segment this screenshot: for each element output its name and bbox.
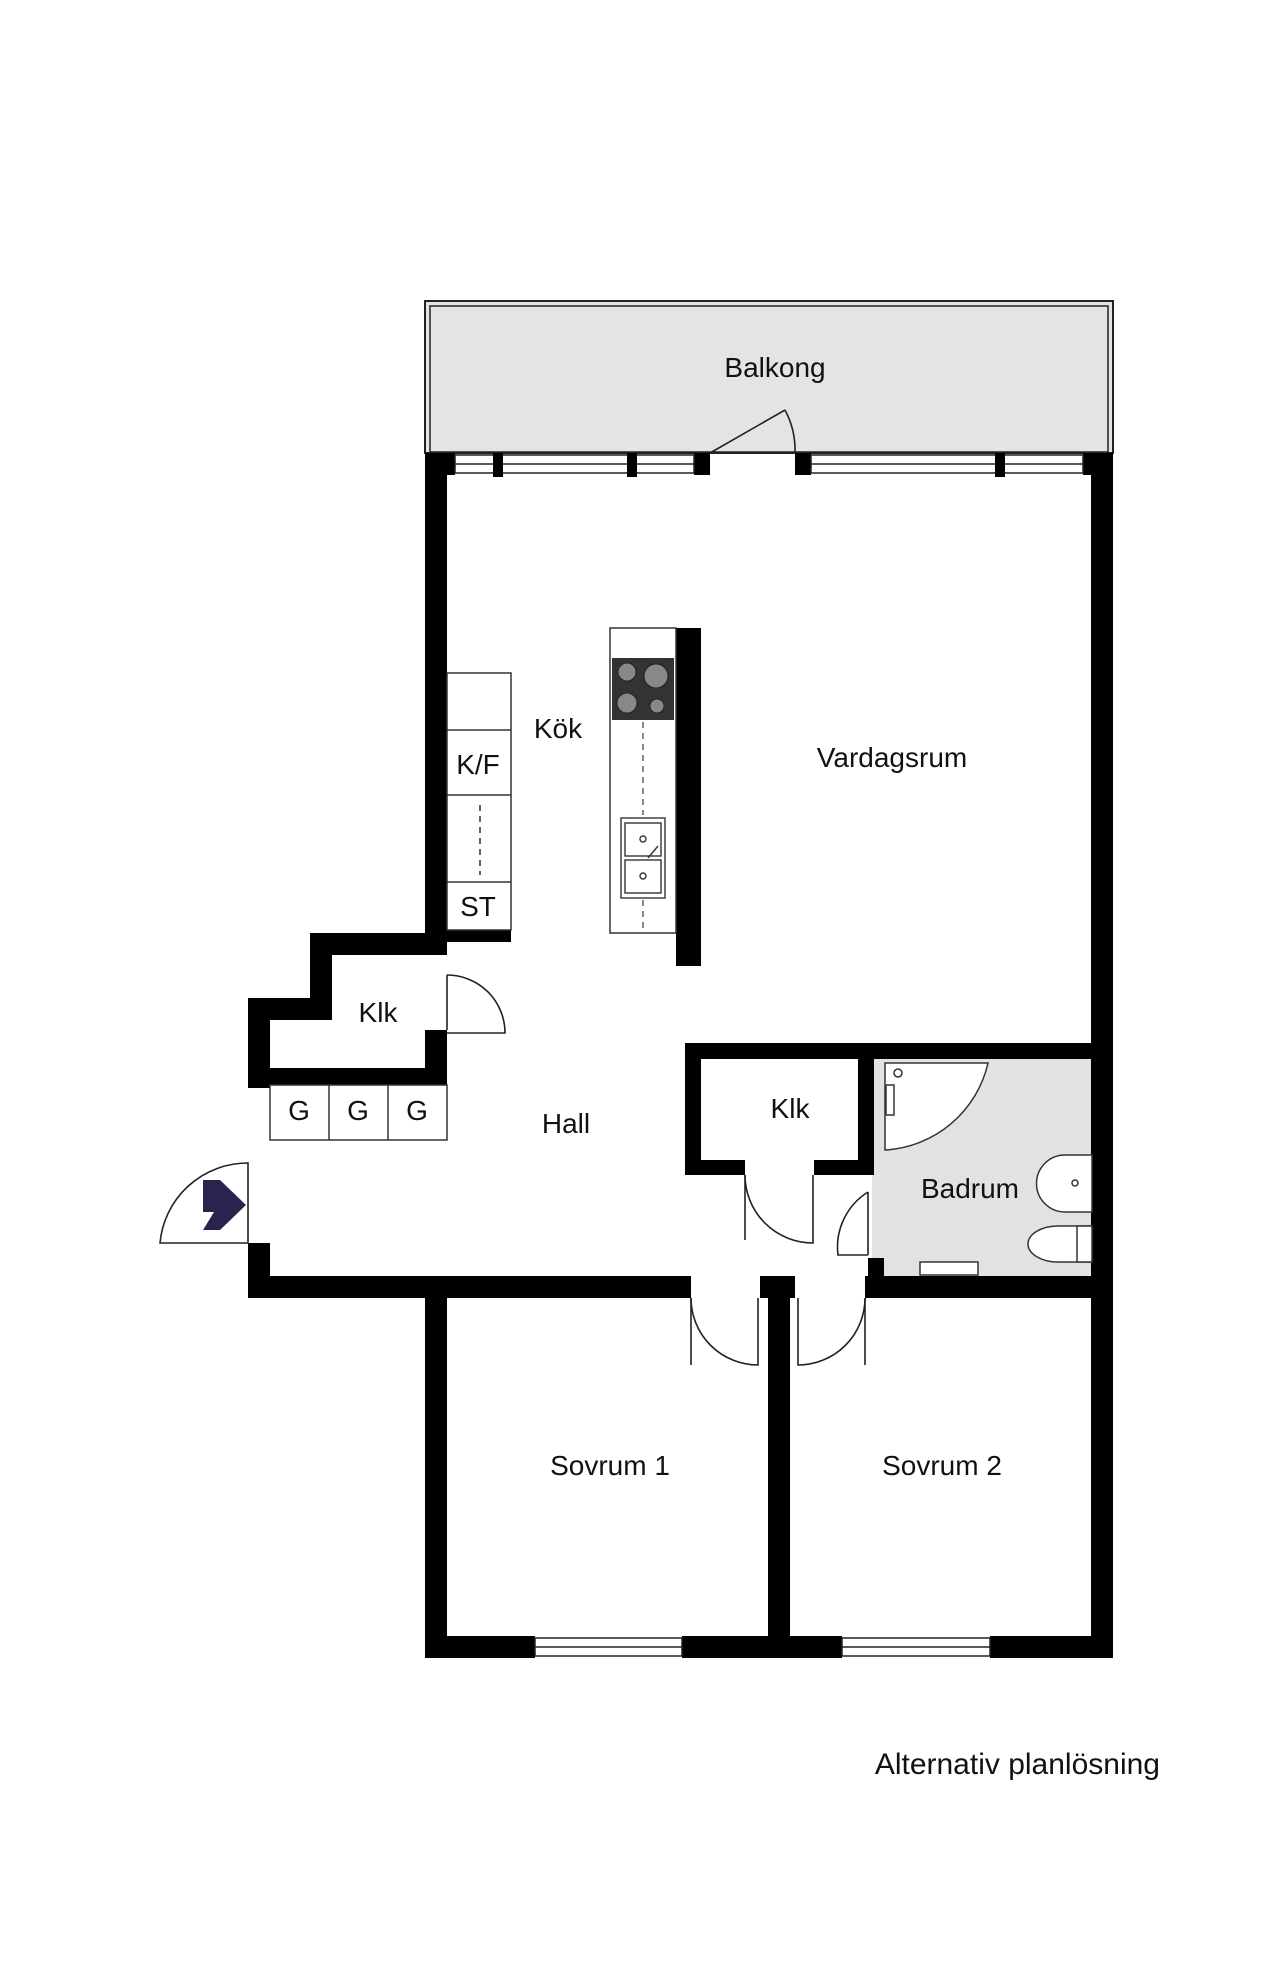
room-label-balkong: Balkong [724,352,825,383]
room-label-sovrum2: Sovrum 2 [882,1450,1002,1481]
room-label-klk-mid: Klk [771,1093,811,1124]
kitchen-island [609,627,677,934]
plan-caption: Alternativ planlösning [874,1748,1160,1781]
shower-icon [884,1062,989,1151]
room-label-badrum: Badrum [921,1173,1019,1204]
sink-icon [620,817,666,899]
entrance-arrow-icon [203,1180,246,1230]
room-label-kok: Kök [534,713,583,744]
room-label-vardagsrum: Vardagsrum [817,742,967,773]
window-posts [493,453,1005,477]
fixture-label-kf: K/F [456,749,500,780]
walls [248,453,1113,1658]
entrance-door [159,1162,249,1244]
fixture-label-g3: G [406,1095,428,1126]
bathroom-fixtures [884,1062,1093,1276]
fixture-label-g1: G [288,1095,310,1126]
room-label-klk-top: Klk [359,997,399,1028]
windows [454,454,1084,1657]
door-swings [446,409,869,1366]
room-label-sovrum1: Sovrum 1 [550,1450,670,1481]
fixture-label-g2: G [347,1095,369,1126]
wardrobes [269,1084,448,1141]
fixture-label-st: ST [460,891,496,922]
kitchen-counter [446,672,512,931]
room-label-hall: Hall [542,1108,590,1139]
washbasin-icon [1035,1154,1093,1213]
balcony [424,300,1114,454]
toilet-icon [1027,1225,1093,1263]
